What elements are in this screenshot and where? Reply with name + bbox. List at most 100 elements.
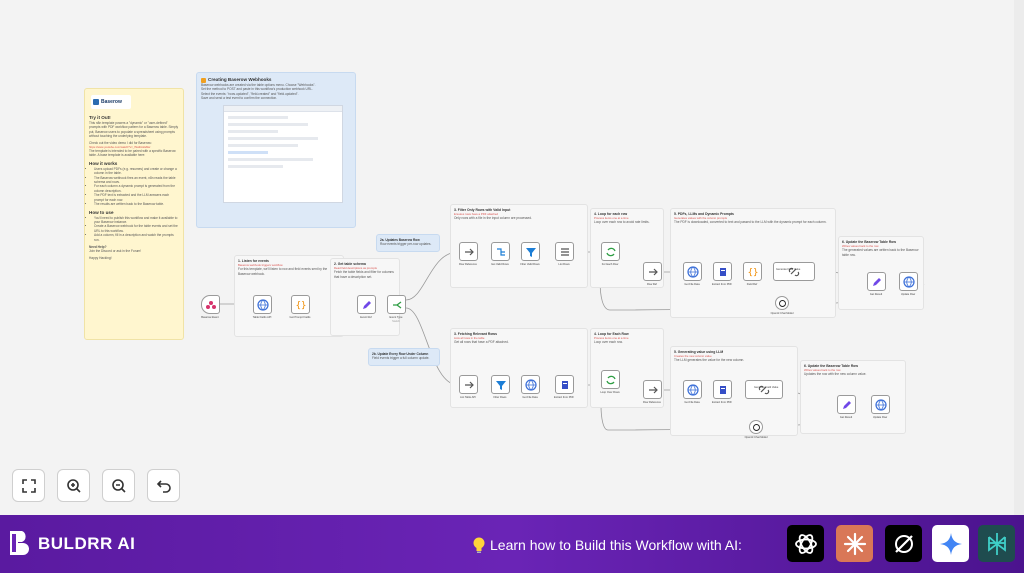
code-icon: {}: [747, 268, 758, 278]
footer-banner: BULDRR AI Learn how to Build this Workfl…: [0, 515, 1024, 573]
arrow-right-icon: [464, 381, 474, 388]
globe-icon: [686, 265, 699, 278]
webhook-screenshot: [223, 104, 343, 203]
document-icon: [719, 267, 726, 276]
extract-text2-node[interactable]: [555, 375, 574, 394]
video-text: Check out the video demo I did for Baser…: [89, 140, 152, 145]
globe-icon: [902, 275, 915, 288]
buldrr-logo-icon: [10, 531, 29, 555]
loop-icon: [605, 247, 616, 256]
row-ref-node[interactable]: [459, 242, 478, 261]
perplexity-button[interactable]: [978, 525, 1015, 562]
event-ref-node[interactable]: [357, 295, 376, 314]
canvas-edge: [1014, 0, 1024, 515]
cta[interactable]: Learn how to Build this Workflow with AI…: [472, 536, 742, 554]
row-ref2-node[interactable]: [643, 262, 662, 281]
filter-rows-node[interactable]: [491, 375, 510, 394]
help-line: Join the Discord or ask in the Forum!: [89, 249, 142, 254]
webhook-title: Creating Baserow Webhooks: [208, 77, 272, 82]
loop-rows-node[interactable]: [601, 370, 620, 389]
openai-icon: [752, 423, 760, 431]
example-text: The template is intended to be paired wi…: [89, 149, 176, 158]
baserow-logo: Baserow: [91, 95, 131, 109]
gemini-icon: [939, 532, 962, 555]
chatgpt-button[interactable]: [787, 525, 824, 562]
help-title: Need Help?: [89, 244, 107, 249]
cta-text: Learn how to Build this Workflow with AI…: [490, 537, 742, 553]
get-file2-node[interactable]: [521, 375, 540, 394]
intro-text: This n8n template powers a "dynamic" or …: [89, 121, 179, 139]
sticky-baserow-intro[interactable]: Baserow Try it Out! This n8n template po…: [84, 88, 184, 340]
svg-text:{}: {}: [295, 301, 306, 311]
how-title: How it works: [89, 160, 118, 166]
fit-view-button[interactable]: [12, 469, 45, 502]
video-link[interactable]: https://www.youtube.com/watch?v=_fNa3tA2…: [89, 145, 151, 150]
globe-icon: [874, 398, 887, 411]
event-type-node[interactable]: [387, 295, 406, 314]
generate3-node[interactable]: [745, 380, 783, 399]
sticky-step-1[interactable]: 1. Listen for events Baserow webhook tri…: [234, 255, 344, 337]
webhook-icon: [201, 77, 206, 83]
for-each-row-node[interactable]: [601, 242, 620, 261]
table-fields-node[interactable]: [253, 295, 272, 314]
get-file-node[interactable]: [683, 262, 702, 281]
grok-button[interactable]: [885, 525, 922, 562]
zoom-in-button[interactable]: [57, 469, 90, 502]
workflow-canvas[interactable]: Baserow Try it Out! This n8n template po…: [0, 0, 1024, 515]
field-ref-node[interactable]: {}: [743, 262, 762, 281]
claude-button[interactable]: [836, 525, 873, 562]
update-row2-node[interactable]: [871, 395, 890, 414]
baserow-event-node[interactable]: [201, 295, 220, 314]
sticky-step-2a[interactable]: 2a. Updates Baserow Row Row events trigg…: [376, 234, 440, 252]
pencil-icon: [872, 277, 881, 286]
openai-icon: [778, 299, 786, 307]
sticky-step-2b[interactable]: 2b. Update Every Row Under Column Field …: [368, 348, 440, 366]
extract-text-node[interactable]: [713, 262, 732, 281]
document-icon: [561, 380, 568, 389]
sign-off: Happy Hacking!: [89, 255, 112, 260]
zoom-out-button[interactable]: [102, 469, 135, 502]
loop-icon: [605, 375, 616, 384]
svg-text:{}: {}: [747, 268, 758, 278]
claude-icon: [843, 532, 866, 555]
sticky-webhooks[interactable]: Creating Baserow Webhooks Baserow webhoo…: [196, 72, 356, 228]
how-steps: Users upload PDFs (e.g. resumes) and cre…: [89, 167, 179, 207]
llm2-node[interactable]: [749, 420, 763, 434]
try-title: Try it Out!: [89, 115, 111, 120]
zoom-out-icon: [111, 478, 126, 493]
get-result-node[interactable]: [867, 272, 886, 291]
document-icon: [719, 385, 726, 394]
zoom-in-icon: [66, 478, 81, 493]
split-icon: [496, 247, 505, 256]
get-valid-rows-node[interactable]: [491, 242, 510, 261]
switch-icon: [392, 300, 401, 309]
get-result2-node[interactable]: [837, 395, 856, 414]
use-title: How to use: [89, 209, 114, 215]
sticky-step-3b[interactable]: 3. Fetching Relevant Rows Lists all rows…: [450, 328, 588, 408]
arrow-right-icon: [648, 268, 658, 275]
openai-icon: [794, 533, 817, 554]
list-table-api-node[interactable]: [459, 375, 478, 394]
filter-valid-node[interactable]: [521, 242, 540, 261]
llm-node[interactable]: [775, 296, 789, 310]
update-row-node[interactable]: [899, 272, 918, 291]
arrow-right-icon: [648, 386, 658, 393]
use-steps: You'll need to publish this workflow and…: [89, 216, 179, 242]
chain-icon: [788, 267, 800, 276]
get-prompts-node[interactable]: {}: [291, 295, 310, 314]
gemini-button[interactable]: [932, 525, 969, 562]
baserow-logo-icon: [93, 99, 99, 105]
filter-icon: [525, 247, 536, 257]
fullscreen-icon: [21, 478, 36, 493]
reset-zoom-button[interactable]: [147, 469, 180, 502]
list-icon: [560, 247, 569, 256]
row-reference2-node[interactable]: [643, 380, 662, 399]
get-file3-node[interactable]: [683, 380, 702, 399]
pencil-icon: [362, 300, 371, 309]
generate-value-node[interactable]: [773, 262, 815, 281]
globe-icon: [256, 298, 269, 311]
list-rows-node[interactable]: [555, 242, 574, 261]
baserow-event-label: Baserow Event: [201, 316, 219, 319]
extract3-node[interactable]: [713, 380, 732, 399]
arrow-right-icon: [464, 248, 474, 255]
